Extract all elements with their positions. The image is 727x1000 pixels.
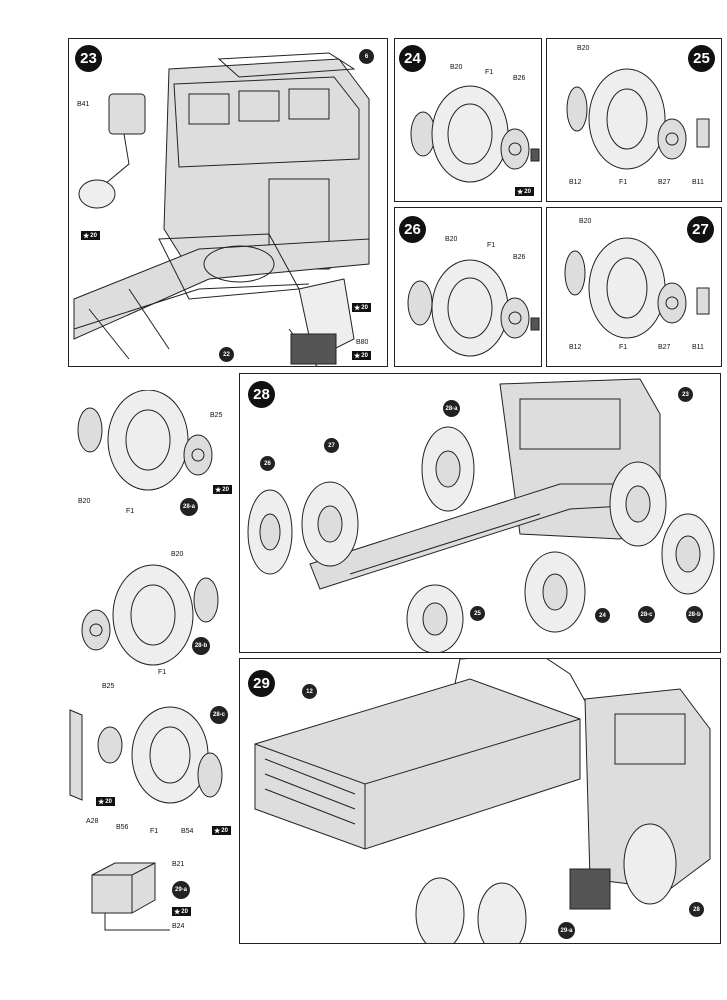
part-label-b27: B27 (658, 344, 671, 351)
part-label-b41: B41 (77, 101, 90, 108)
subassembly-28b: B20 28-b B25 F1 (68, 545, 233, 690)
step-number: 28 (248, 381, 275, 408)
part-label-b25: B25 (102, 683, 115, 690)
part-label-b25: B25 (210, 412, 223, 419)
part-badge-28: 28 (689, 902, 704, 917)
step-number: 24 (399, 45, 426, 72)
wheel-assembly-illustration (69, 706, 223, 804)
wheel-assembly-illustration (564, 237, 710, 339)
step-number: 26 (399, 216, 426, 243)
wheel-assembly-illustration (566, 68, 710, 170)
part-badge-25: 25 (470, 606, 485, 621)
glue-flag: 20 (81, 231, 100, 240)
fuel-tank-illustration (91, 862, 170, 931)
part-label-b26: B26 (513, 75, 526, 82)
subassembly-badge: 28-c (638, 606, 655, 623)
wheel-assembly-illustration (81, 564, 219, 666)
wheel-assembly-illustration (410, 85, 540, 183)
part-badge-23: 23 (678, 387, 693, 402)
step-26-panel: 26 B20 F1 B26 (394, 207, 542, 367)
subassembly-badge: 28-b (686, 606, 703, 623)
part-label-b26: B26 (513, 254, 526, 261)
wheel-assembly-illustration (407, 259, 540, 357)
part-label-b12: B12 (569, 344, 582, 351)
step-number: 23 (75, 45, 102, 72)
part-label-b20: B20 (78, 498, 91, 505)
part-label-b20: B20 (577, 45, 590, 52)
subassembly-badge: 29-a (172, 881, 190, 899)
part-label-f1: F1 (619, 179, 628, 186)
step-29-panel: 29 12 28 29-a (239, 658, 721, 944)
part-label-b11: B11 (692, 179, 704, 186)
part-badge-6: 6 (359, 49, 374, 64)
subassembly-28c: 28-c 20 A28 B56 F1 B54 20 (60, 700, 232, 840)
subassembly-badge: 29-a (558, 922, 575, 939)
glue-flag: 20 (172, 907, 191, 916)
part-badge-24: 24 (595, 608, 610, 623)
subassembly-badge: 28-a (443, 400, 460, 417)
truck-bed-illustration (254, 659, 711, 943)
part-label-b20: B20 (450, 64, 463, 71)
part-label-f1: F1 (485, 69, 494, 76)
part-label-f1: F1 (126, 508, 135, 515)
glue-flag: 20 (96, 797, 115, 806)
part-label-b24: B24 (172, 923, 185, 930)
step-28-panel: 28 28-a 23 27 26 25 24 28-c 28-b (239, 373, 721, 653)
part-label-b54: B54 (181, 828, 194, 835)
subassembly-28a: B25 B20 F1 20 28-a (68, 390, 233, 520)
glue-flag: 20 (515, 187, 534, 196)
subassembly-29a: B21 29-a 20 B24 (80, 855, 235, 945)
part-label-f1: F1 (150, 828, 159, 835)
part-badge-27: 27 (324, 438, 339, 453)
glue-flag: 20 (213, 485, 232, 494)
part-label-b21: B21 (172, 861, 185, 868)
step-23-panel: 23 6 B41 20 20 B80 20 22 (68, 38, 388, 367)
step-number: 29 (248, 670, 275, 697)
glue-flag: 20 (352, 303, 371, 312)
part-label-f1: F1 (487, 242, 496, 249)
part-badge-12: 12 (302, 684, 317, 699)
subassembly-badge: 28-b (192, 637, 210, 655)
subassembly-badge: 28-c (210, 706, 228, 724)
step-27-panel: 27 B20 B12 F1 B27 B11 (546, 207, 722, 367)
part-label-b20: B20 (171, 551, 184, 558)
subassembly-badge: 28-a (180, 498, 198, 516)
part-label-b12: B12 (569, 179, 582, 186)
step-number: 25 (688, 45, 715, 72)
glue-flag: 20 (352, 351, 371, 360)
cab-chassis-illustration (73, 52, 370, 366)
step-24-panel: 24 B20 F1 B26 20 (394, 38, 542, 202)
part-label-b80: B80 (356, 339, 369, 346)
part-label-b56: B56 (116, 824, 129, 831)
wheel-assembly-illustration (77, 390, 213, 491)
part-badge-26: 26 (260, 456, 275, 471)
part-label-b20: B20 (579, 218, 592, 225)
part-label-f1: F1 (158, 669, 167, 676)
part-label-b20: B20 (445, 236, 458, 243)
chassis-wheels-illustration (247, 378, 715, 652)
glue-flag: 20 (212, 826, 231, 835)
step-number: 27 (687, 216, 714, 243)
part-label-a28: A28 (86, 818, 99, 825)
part-label-b11: B11 (692, 344, 704, 351)
part-label-f1: F1 (619, 344, 628, 351)
part-badge-22: 22 (219, 347, 234, 362)
step-25-panel: 25 B20 B12 F1 B27 B11 (546, 38, 722, 202)
part-label-b27: B27 (658, 179, 671, 186)
